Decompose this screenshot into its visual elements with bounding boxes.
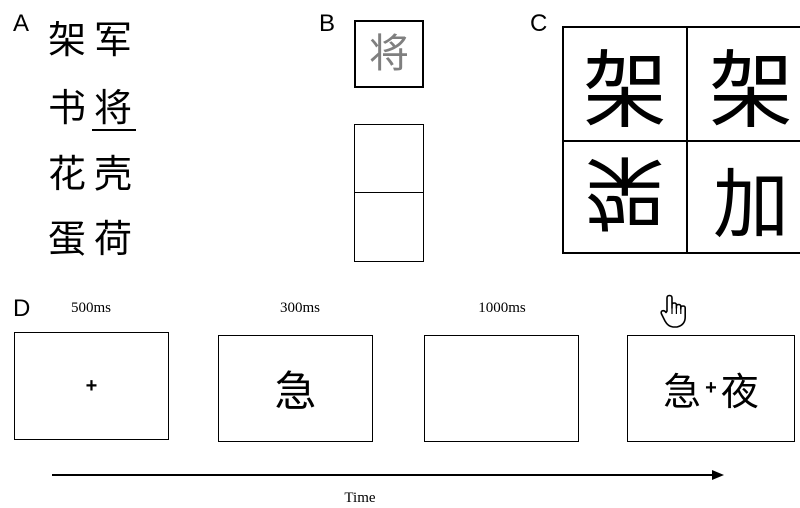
panel-label-c: C [530, 10, 548, 37]
panel-label-d: D [13, 295, 31, 322]
word-3-left: 花 [48, 152, 87, 196]
word-4-left: 蛋 [48, 217, 87, 261]
word-1-right: 军 [94, 18, 133, 62]
hand-pointer-icon [658, 294, 690, 330]
word-2-left: 书 [48, 86, 87, 130]
frame-4-target: 急 + 夜 [627, 335, 795, 442]
variant-cell-scrambled: 加 [688, 142, 800, 254]
frame-1-fixation: + [14, 332, 169, 440]
font-variant-grid: 架 架 架 加 [562, 26, 800, 254]
frame-2-prime: 急 [218, 335, 373, 442]
time-arrow [52, 467, 724, 481]
fixation-cross: + [85, 374, 98, 397]
variant-cell-rearranged: 架 [564, 142, 686, 254]
panel-label-a: A [13, 10, 30, 37]
target-underline [92, 129, 136, 131]
word-3-right: 壳 [94, 152, 133, 196]
target-left-character: 急 [663, 370, 702, 414]
word-4-right: 荷 [94, 217, 133, 261]
word-2-right: 将 [94, 86, 133, 130]
target-fixation-cross: + [705, 377, 717, 399]
time-axis-label: Time [344, 490, 376, 506]
variant-cell-normal: 架 [708, 41, 793, 140]
frame-3-duration: 1000ms [478, 300, 526, 316]
variant-rearranged-char: 架 [585, 145, 665, 238]
target-right-character: 夜 [720, 370, 759, 414]
frame-3-blank [424, 335, 579, 442]
grid-divider-horizontal [564, 140, 800, 142]
variant-cell-upright: 架 [582, 41, 667, 140]
frame-1-duration: 500ms [70, 300, 111, 316]
cue-character: 将 [369, 31, 409, 77]
panel-label-b: B [319, 10, 336, 37]
word-1-left: 架 [48, 18, 87, 62]
variant-scrambled-char: 加 [713, 160, 789, 249]
cue-box: 将 [354, 20, 424, 88]
frame-2-duration: 300ms [279, 300, 320, 316]
answer-box-bottom [354, 192, 424, 262]
prime-character: 急 [274, 367, 317, 416]
answer-box-top [354, 124, 424, 193]
